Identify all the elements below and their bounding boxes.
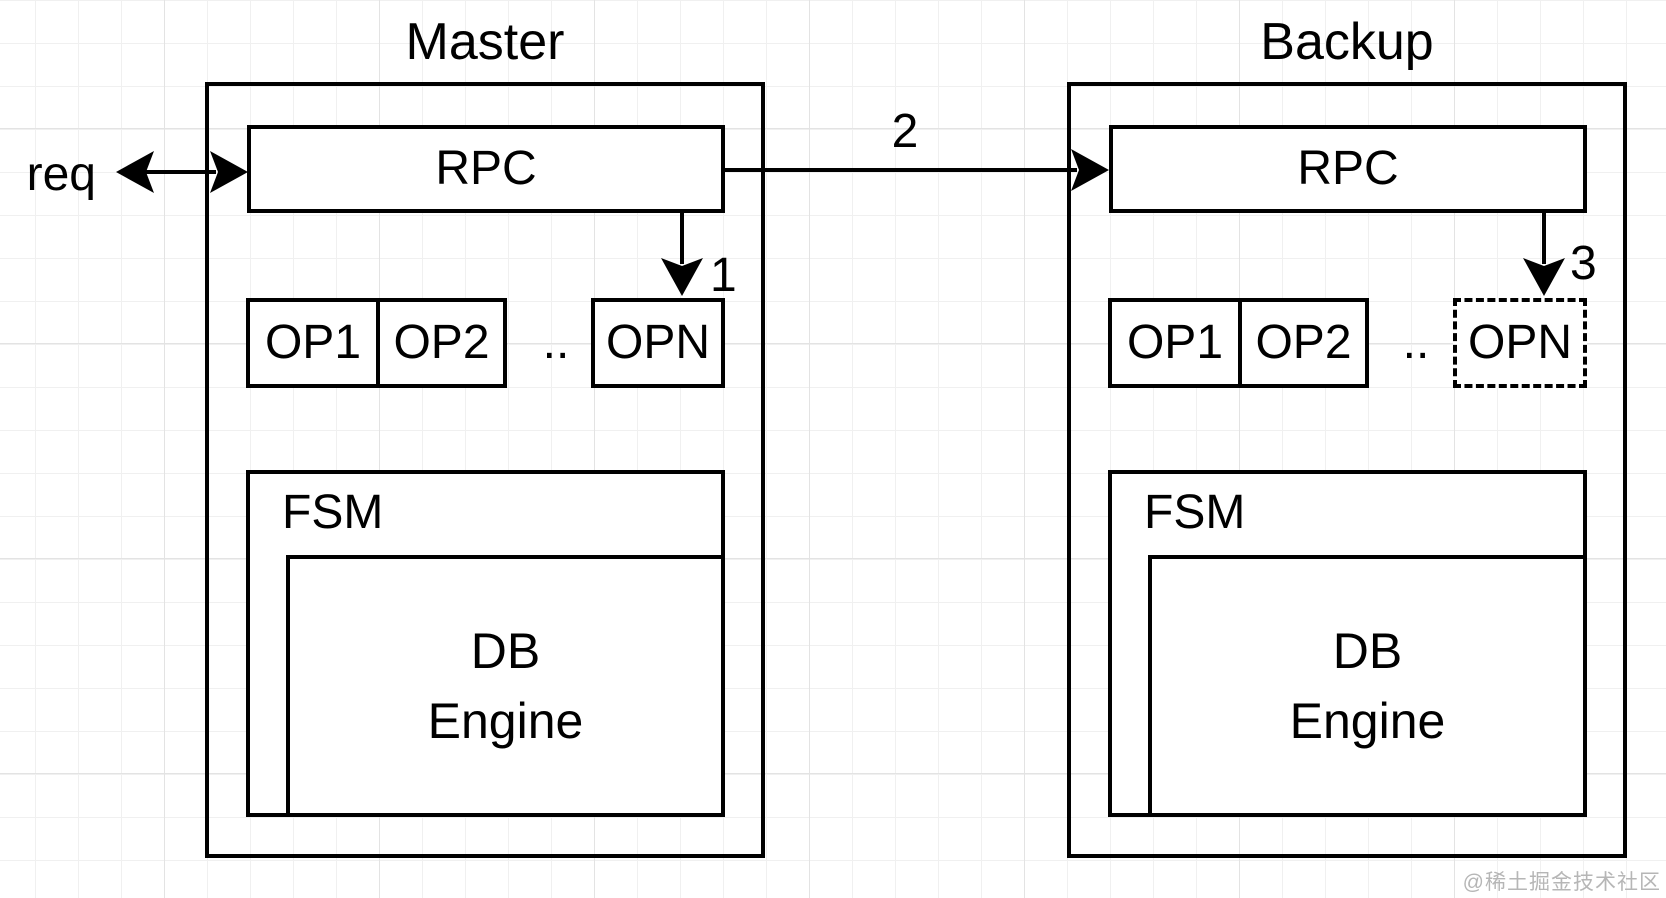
master-op1-label: OP1 [264, 316, 362, 369]
backup-op2-box: OP2 [1238, 298, 1369, 388]
watermark: @稀土掘金技术社区 [1462, 871, 1661, 894]
backup-op1-label: OP1 [1126, 316, 1224, 369]
master-db-engine-box: DB Engine [286, 555, 725, 817]
backup-rpc-label: RPC [1297, 142, 1399, 195]
backup-db-engine-box: DB Engine [1148, 555, 1587, 817]
req-label: req [26, 148, 96, 201]
backup-db-engine-label-line2: Engine [1289, 693, 1446, 749]
arrow-left-icon [116, 151, 154, 193]
backup-title: Backup [1260, 13, 1434, 71]
master-container-box [205, 82, 765, 858]
backup-ellipsis-label: .. [1402, 316, 1430, 369]
step-1-label: 1 [710, 249, 737, 302]
master-db-engine-label-line1: DB [470, 623, 541, 679]
master-op1-box: OP1 [246, 298, 380, 388]
backup-container-box [1067, 82, 1627, 858]
backup-db-engine-label-line1: DB [1332, 623, 1403, 679]
backup-op1-box: OP1 [1108, 298, 1242, 388]
step-2-label: 2 [891, 105, 919, 158]
master-db-engine-label-line2: Engine [427, 693, 584, 749]
backup-opn-box-dashed: OPN [1453, 298, 1587, 388]
backup-rpc-box: RPC [1109, 125, 1587, 213]
master-opn-box: OPN [591, 298, 725, 388]
master-rpc-label: RPC [435, 142, 537, 195]
master-ellipsis-label: .. [542, 316, 570, 369]
master-opn-label: OPN [605, 316, 710, 369]
backup-opn-label: OPN [1467, 316, 1572, 369]
master-op2-label: OP2 [393, 316, 490, 369]
step-3-label: 3 [1570, 237, 1597, 290]
master-title: Master [405, 13, 565, 71]
master-rpc-box: RPC [247, 125, 725, 213]
master-op2-box: OP2 [376, 298, 507, 388]
backup-op2-label: OP2 [1255, 316, 1352, 369]
backup-fsm-label: FSM [1144, 486, 1246, 539]
master-fsm-label: FSM [282, 486, 384, 539]
